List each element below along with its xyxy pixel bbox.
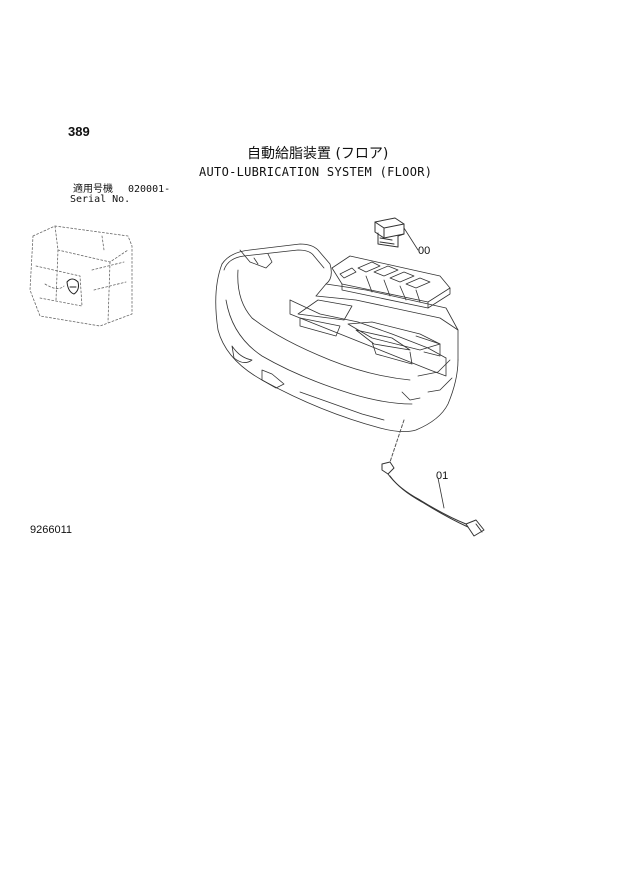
leader-line-00	[403, 227, 419, 251]
callout-label-01: 01	[436, 470, 449, 482]
page-number: 389	[68, 124, 90, 139]
serial-range: 020001-	[128, 184, 171, 195]
drawing-number: 9266011	[30, 524, 73, 536]
leader-lines	[403, 227, 445, 509]
title-japanese: 自動給脂装置 (フロア)	[247, 146, 389, 162]
switch-part-00	[374, 217, 405, 248]
title-english: AUTO-LUBRICATION SYSTEM (FLOOR)	[199, 165, 433, 179]
console-body	[215, 243, 459, 432]
switch-panel	[331, 255, 451, 309]
location-thumbnail	[29, 225, 133, 327]
leader-line-01	[437, 477, 445, 509]
serial-label-english: Serial No.	[70, 194, 131, 205]
location-marker-icon	[66, 278, 79, 295]
callout-label-00: 00	[418, 245, 431, 257]
harness-part-01	[381, 419, 485, 537]
serial-label-japanese: 適用号機	[73, 184, 113, 195]
